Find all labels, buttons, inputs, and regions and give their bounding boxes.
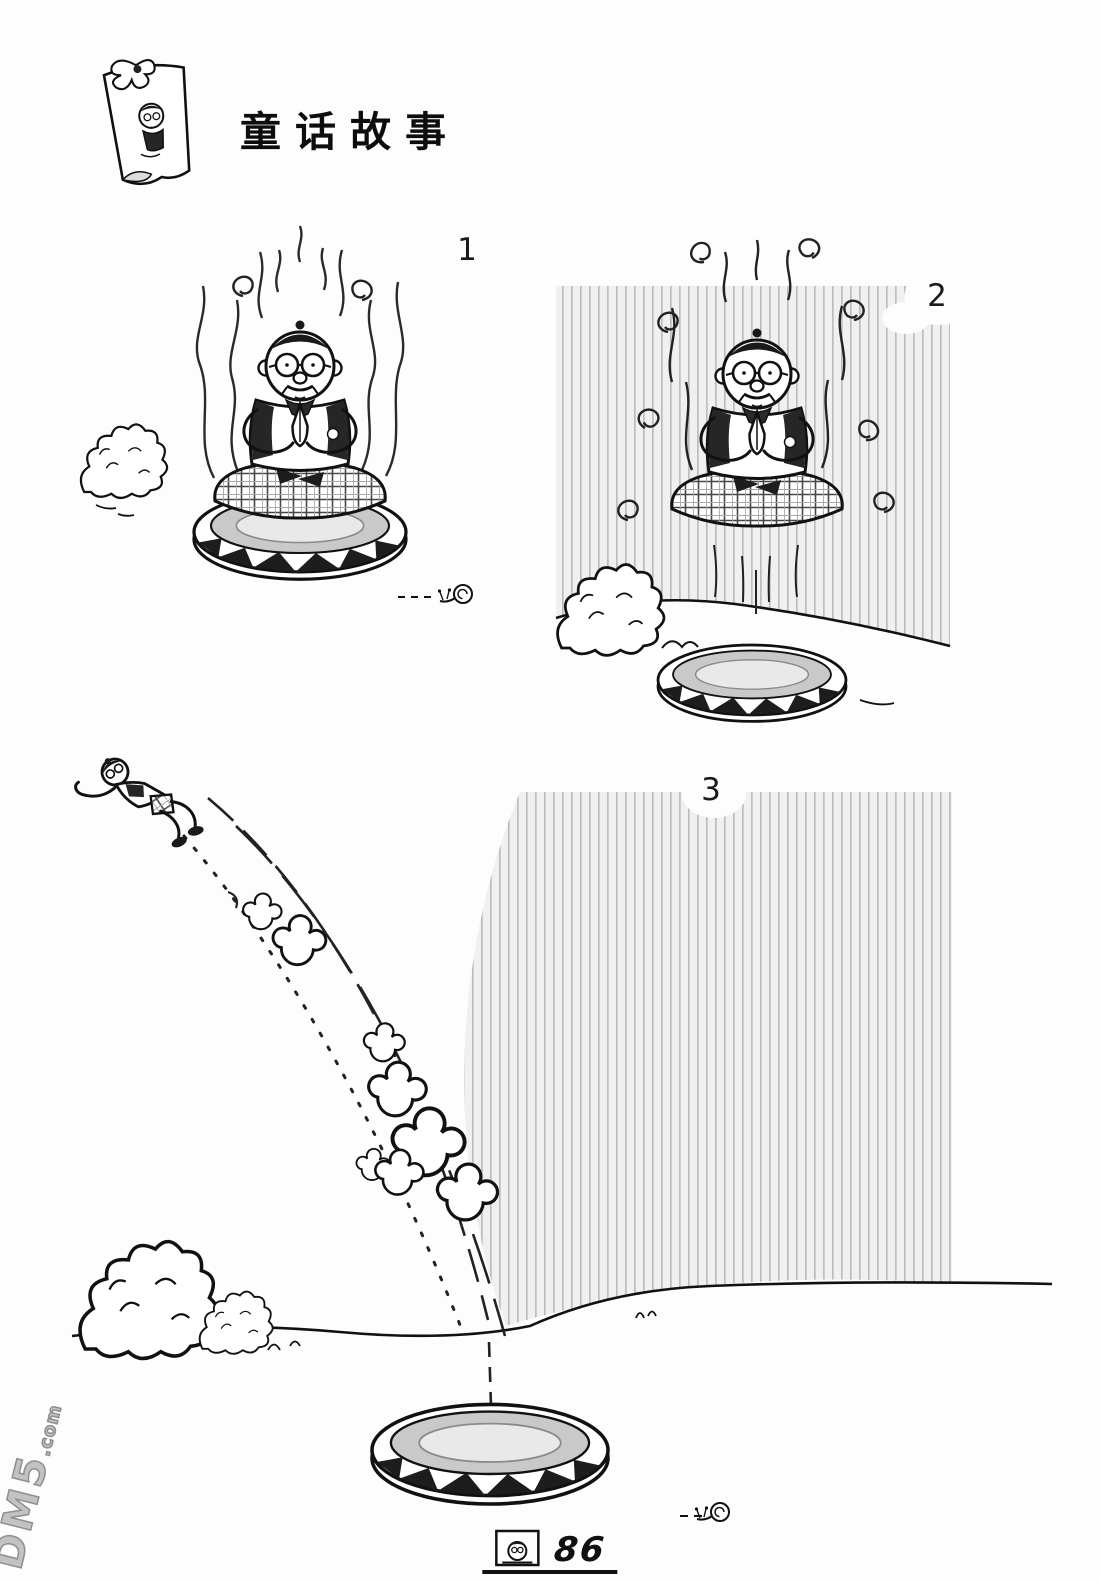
panel-2-art bbox=[555, 235, 972, 723]
panel-3-art bbox=[71, 757, 1053, 1522]
flying-man bbox=[74, 757, 204, 848]
panel-2-number: 2 bbox=[927, 278, 947, 314]
meditating-man-panel-1 bbox=[213, 319, 387, 520]
panel-1-number: 1 bbox=[457, 232, 477, 268]
snail-icon bbox=[436, 584, 473, 604]
page-footer: 86 bbox=[482, 1529, 618, 1574]
page-number: 86 bbox=[552, 1530, 608, 1570]
trajectory-lines bbox=[182, 797, 507, 1407]
flames-panel-1 bbox=[195, 225, 405, 479]
page-title: 童话故事 bbox=[240, 108, 460, 156]
mat-panel-3 bbox=[370, 1402, 610, 1506]
stamp-logo-icon bbox=[102, 59, 191, 186]
panel-1-art bbox=[79, 225, 473, 604]
character-face-icon bbox=[495, 1529, 540, 1567]
mat-panel-2 bbox=[656, 643, 848, 723]
panel-3-number: 3 bbox=[701, 772, 721, 808]
flames-panel-2 bbox=[668, 239, 846, 471]
snail-icon bbox=[693, 1502, 730, 1522]
hover-motion-lines bbox=[713, 544, 799, 614]
